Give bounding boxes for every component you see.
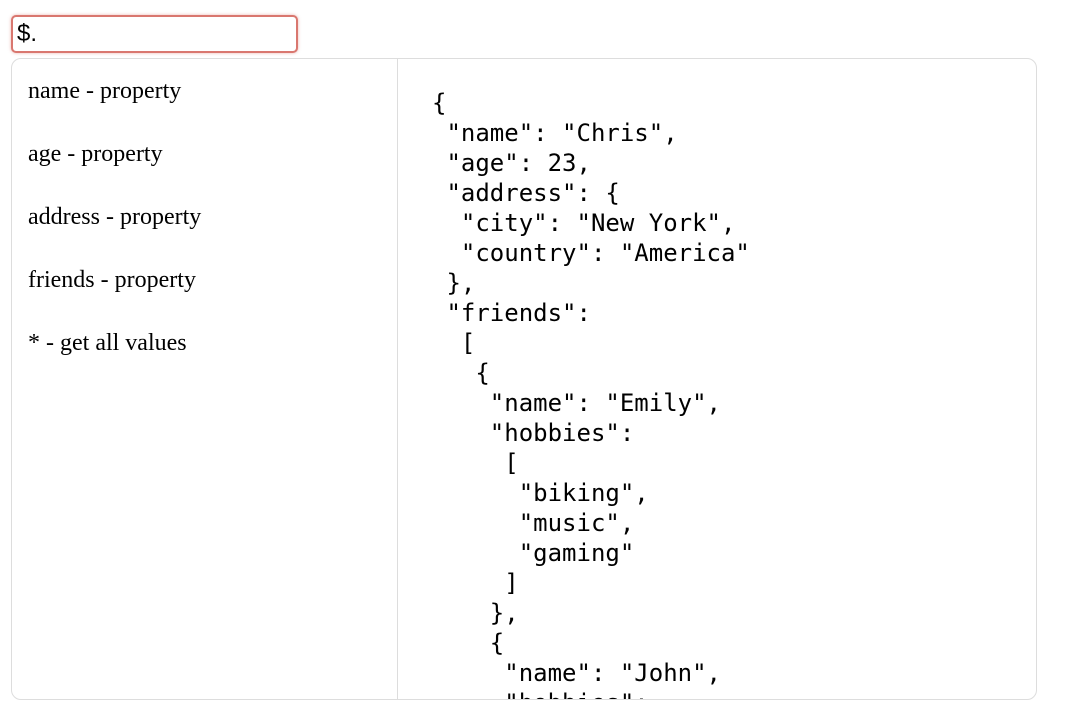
json-preview[interactable]: { "name": "Chris", "age": 23, "address":… [398, 59, 1036, 699]
suggestion-all-values[interactable]: * - get all values [28, 330, 187, 356]
suggestion-age[interactable]: age - property [28, 141, 163, 167]
suggestion-name[interactable]: name - property [28, 78, 182, 104]
query-input[interactable] [11, 15, 298, 53]
suggestions-list: name - property age - property address -… [12, 59, 398, 699]
results-panel: name - property age - property address -… [11, 58, 1037, 700]
json-preview-text: { "name": "Chris", "age": 23, "address":… [432, 89, 750, 699]
suggestion-friends[interactable]: friends - property [28, 267, 196, 293]
suggestion-address[interactable]: address - property [28, 204, 202, 230]
